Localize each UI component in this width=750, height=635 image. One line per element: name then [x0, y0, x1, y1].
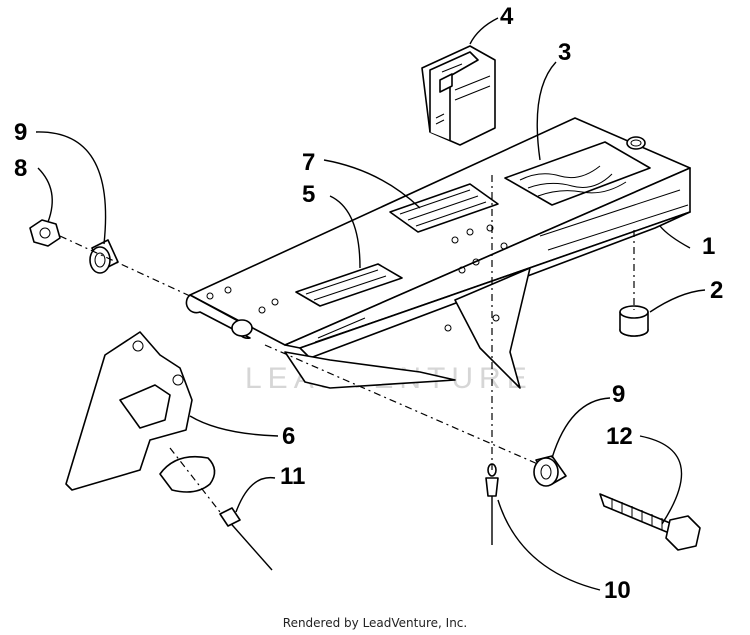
pin-part-11	[159, 455, 273, 571]
rivet-part-10	[485, 463, 499, 545]
decal-part-3	[504, 141, 651, 206]
callout-11: 11	[280, 463, 305, 490]
bolt-part-12	[599, 493, 701, 551]
callout-8: 8	[14, 155, 27, 182]
decal-part-5	[295, 263, 403, 307]
callout-6: 6	[282, 423, 295, 450]
callout-10: 10	[604, 577, 631, 604]
nut-part-8	[29, 219, 61, 247]
render-credit: Rendered by LeadVenture, Inc.	[282, 616, 468, 630]
plug-part-2	[619, 305, 649, 337]
callout-4: 4	[500, 3, 514, 30]
bushing-part-9-left	[89, 239, 119, 274]
callout-7: 7	[302, 149, 315, 176]
callout-12: 12	[606, 423, 633, 450]
decal-part-7	[389, 183, 499, 233]
leader-lines	[35, 17, 706, 591]
callout-3: 3	[558, 39, 571, 66]
bracket-part-6	[65, 331, 193, 491]
assembly-centerlines	[59, 175, 635, 513]
clip-part-4	[421, 45, 496, 146]
callout-labels: 1 2 3 4 5 6 7 8 9 9 10 11 12	[14, 3, 723, 604]
bushing-part-9-right	[533, 455, 567, 487]
callout-1: 1	[702, 233, 715, 260]
callout-2: 2	[710, 277, 723, 304]
callout-5: 5	[302, 181, 315, 208]
callout-9-right: 9	[612, 381, 625, 408]
callout-9-left: 9	[14, 119, 27, 146]
